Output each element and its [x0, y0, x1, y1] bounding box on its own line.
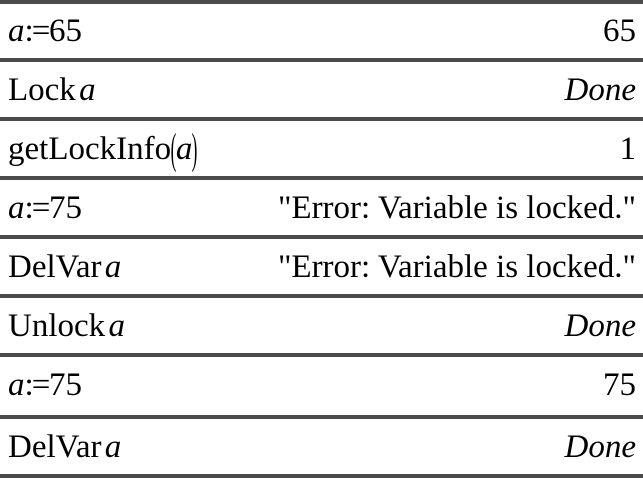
entry-variable: a — [104, 429, 122, 465]
history-result: Done — [564, 72, 636, 108]
entry-variable: a — [79, 72, 96, 108]
history-result: "Error: Variable is locked." — [277, 190, 636, 226]
history-result: "Error: Variable is locked." — [277, 249, 636, 285]
history-row[interactable]: a:=75 "Error: Variable is locked." — [0, 181, 643, 236]
table-rule-1 — [0, 58, 643, 62]
entry-assign-operator: := — [24, 190, 51, 226]
history-entry[interactable]: getLockInfo(a) — [8, 128, 198, 171]
history-entry[interactable]: a:=65 — [8, 15, 82, 48]
entry-assign-operator: := — [24, 13, 51, 49]
history-entry[interactable]: a:=75 — [8, 192, 82, 225]
table-rule-4 — [0, 235, 643, 239]
entry-value: 75 — [48, 367, 82, 403]
table-rule-2 — [0, 117, 643, 121]
table-rule-6 — [0, 353, 643, 357]
table-rule-5 — [0, 294, 643, 298]
entry-keyword: Unlock — [8, 308, 106, 344]
history-result: 65 — [603, 13, 636, 49]
entry-variable: a — [8, 190, 25, 226]
entry-keyword: DelVar — [8, 249, 102, 285]
entry-keyword: getLockInfo — [8, 131, 172, 167]
entry-value: 75 — [48, 190, 82, 226]
history-row[interactable]: getLockInfo(a) 1 — [0, 122, 643, 177]
history-result: Done — [564, 429, 636, 465]
entry-variable: a — [108, 308, 125, 344]
entry-variable: a — [8, 13, 25, 49]
entry-variable: a — [104, 249, 122, 285]
entry-paren-open: ( — [170, 126, 177, 173]
history-row[interactable]: a:=75 75 — [0, 358, 643, 413]
table-rule-bottom — [0, 474, 643, 478]
table-rule-top — [0, 0, 643, 4]
entry-assign-operator: := — [24, 367, 51, 403]
history-entry[interactable]: a:=75 — [8, 369, 82, 402]
entry-keyword: DelVar — [8, 429, 102, 465]
entry-variable: a — [175, 131, 193, 167]
entry-paren-close: ) — [192, 126, 198, 173]
history-result: 75 — [603, 367, 636, 403]
history-result: Done — [564, 308, 636, 344]
entry-value: 65 — [48, 13, 82, 49]
table-rule-3 — [0, 176, 643, 180]
history-row[interactable]: a:=65 65 — [0, 4, 643, 59]
history-result: 1 — [619, 131, 637, 167]
entry-keyword: Lock — [8, 72, 76, 108]
entry-variable: a — [8, 367, 25, 403]
table-rule-7 — [0, 415, 643, 419]
